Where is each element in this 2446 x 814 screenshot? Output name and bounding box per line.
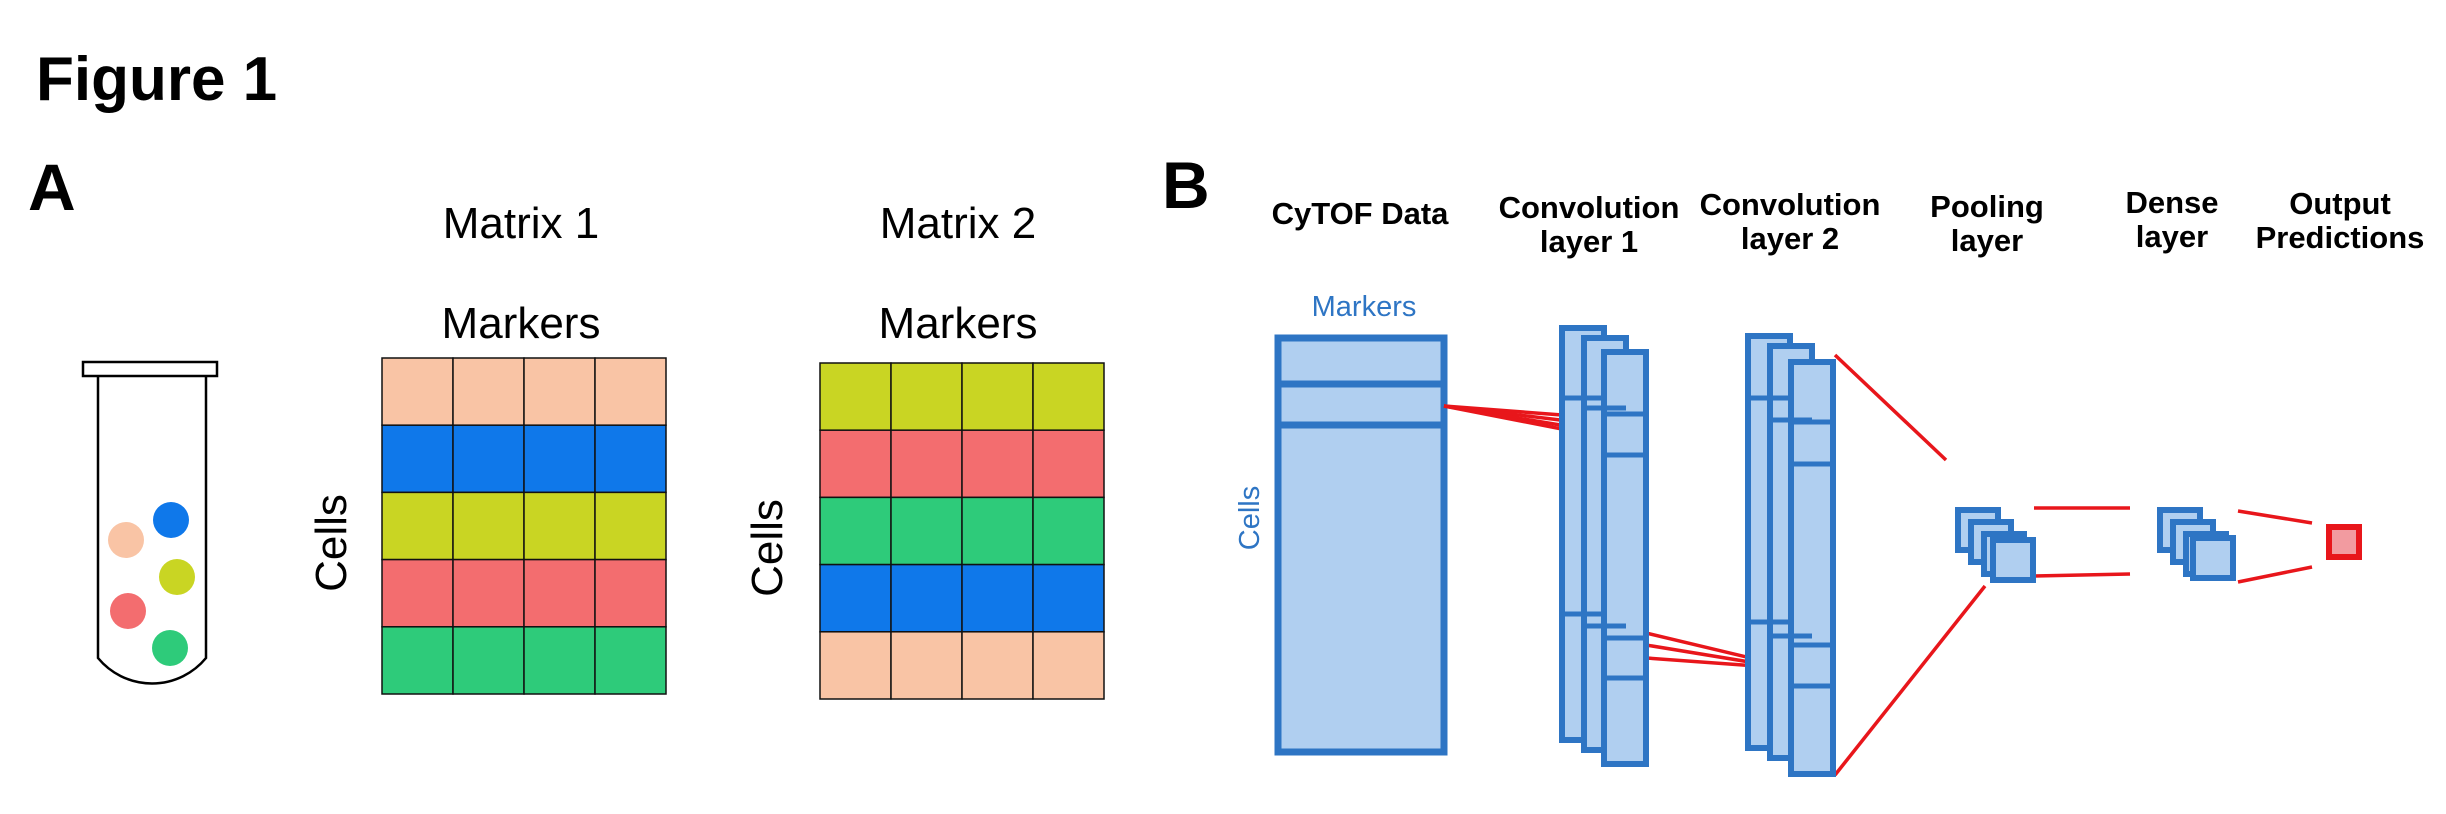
matrix-cell — [594, 357, 667, 426]
matrix-cell — [819, 631, 892, 700]
matrix-cell — [819, 362, 892, 431]
matrix-cell — [523, 558, 596, 628]
matrix-cell — [452, 357, 525, 426]
matrix-cell — [819, 563, 892, 633]
stage-dense-label-line2: layer — [2136, 219, 2208, 254]
matrix-cell — [961, 631, 1034, 700]
cell-dot — [108, 522, 144, 558]
stage-conv1-label-line2: layer 1 — [1540, 224, 1638, 259]
matrix-cell — [819, 429, 892, 499]
matrix-cell — [961, 563, 1034, 633]
stage-output-label-line2: Predictions — [2256, 220, 2425, 255]
cytof-cells-label: Cells — [1234, 486, 1266, 550]
matrix-1-cells-label: Cells — [307, 494, 356, 592]
output-prediction-node — [2326, 524, 2362, 560]
matrix-cell — [594, 424, 667, 494]
matrix-2-cells-label: Cells — [743, 499, 792, 597]
matrix-cell — [819, 496, 892, 566]
matrix-cell — [523, 357, 596, 426]
test-tube — [81, 360, 219, 685]
cell-dot — [152, 630, 188, 666]
pooling-layer-stack — [1955, 507, 2036, 583]
matrix-cell — [890, 496, 963, 566]
matrix-cell — [1032, 496, 1105, 566]
matrix-cell — [594, 558, 667, 628]
matrix-cell — [890, 563, 963, 633]
matrix-cell — [1032, 563, 1105, 633]
matrix-1: Matrix 1 Markers Cells — [307, 199, 667, 695]
stage-output-label-line1: Output — [2289, 186, 2391, 221]
matrix-cell — [381, 357, 454, 426]
panel-b: B CyTOF Data Convolution layer 1 Convolu… — [1162, 148, 2425, 777]
cell-dot — [110, 593, 146, 629]
conv-layer-2-stack — [1745, 333, 1836, 777]
matrix-cell — [381, 424, 454, 494]
cell-dot — [153, 502, 189, 538]
matrix-cell — [452, 491, 525, 561]
conv-layer-1-stack — [1559, 325, 1649, 767]
matrix-2: Matrix 2 Markers Cells — [743, 199, 1105, 700]
stage-conv2-label-line2: layer 2 — [1741, 221, 1839, 256]
matrix-cell — [594, 626, 667, 695]
matrix-cell — [381, 491, 454, 561]
stage-dense-label-line1: Dense — [2125, 185, 2218, 220]
matrix-2-title: Matrix 2 — [880, 199, 1036, 248]
test-tube-rim — [81, 360, 219, 378]
matrix-cell — [961, 496, 1034, 566]
matrix-cell — [381, 558, 454, 628]
stage-pooling-label-line1: Pooling — [1930, 189, 2044, 224]
matrix-cell — [452, 626, 525, 695]
matrix-cell — [523, 424, 596, 494]
matrix-1-markers-label: Markers — [442, 299, 601, 348]
matrix-2-markers-label: Markers — [879, 299, 1038, 348]
matrix-cell — [452, 558, 525, 628]
matrix-cell — [523, 491, 596, 561]
matrix-1-grid — [381, 357, 667, 695]
panel-a-label: A — [28, 150, 76, 224]
stage-conv1-label-line1: Convolution — [1499, 190, 1680, 225]
cytof-markers-label: Markers — [1312, 291, 1417, 323]
matrix-cell — [452, 424, 525, 494]
matrix-cell — [890, 631, 963, 700]
stage-pooling-label-line2: layer — [1951, 223, 2023, 258]
figure-title: Figure 1 — [36, 45, 277, 114]
matrix-cell — [523, 626, 596, 695]
matrix-cell — [594, 491, 667, 561]
matrix-cell — [961, 362, 1034, 431]
matrix-cell — [890, 429, 963, 499]
matrix-cell — [1032, 631, 1105, 700]
matrix-cell — [961, 429, 1034, 499]
matrix-cell — [1032, 429, 1105, 499]
stage-cytof-data-label: CyTOF Data — [1272, 196, 1450, 231]
matrix-2-grid — [819, 362, 1105, 700]
panel-b-label: B — [1162, 148, 1210, 222]
matrix-cell — [381, 626, 454, 695]
connector-lines — [1443, 353, 2313, 777]
matrix-cell — [1032, 362, 1105, 431]
matrix-cell — [890, 362, 963, 431]
matrix-1-title: Matrix 1 — [443, 199, 599, 248]
dense-layer-stack — [2157, 507, 2236, 581]
stage-conv2-label-line1: Convolution — [1700, 187, 1881, 222]
cell-dot — [159, 559, 195, 595]
cytof-data-block: Markers Cells — [1234, 291, 1448, 756]
panel-a: A Matrix 1 Markers Cells Matrix 2 Marker… — [28, 150, 1105, 700]
cytof-data-matrix — [1274, 334, 1448, 756]
